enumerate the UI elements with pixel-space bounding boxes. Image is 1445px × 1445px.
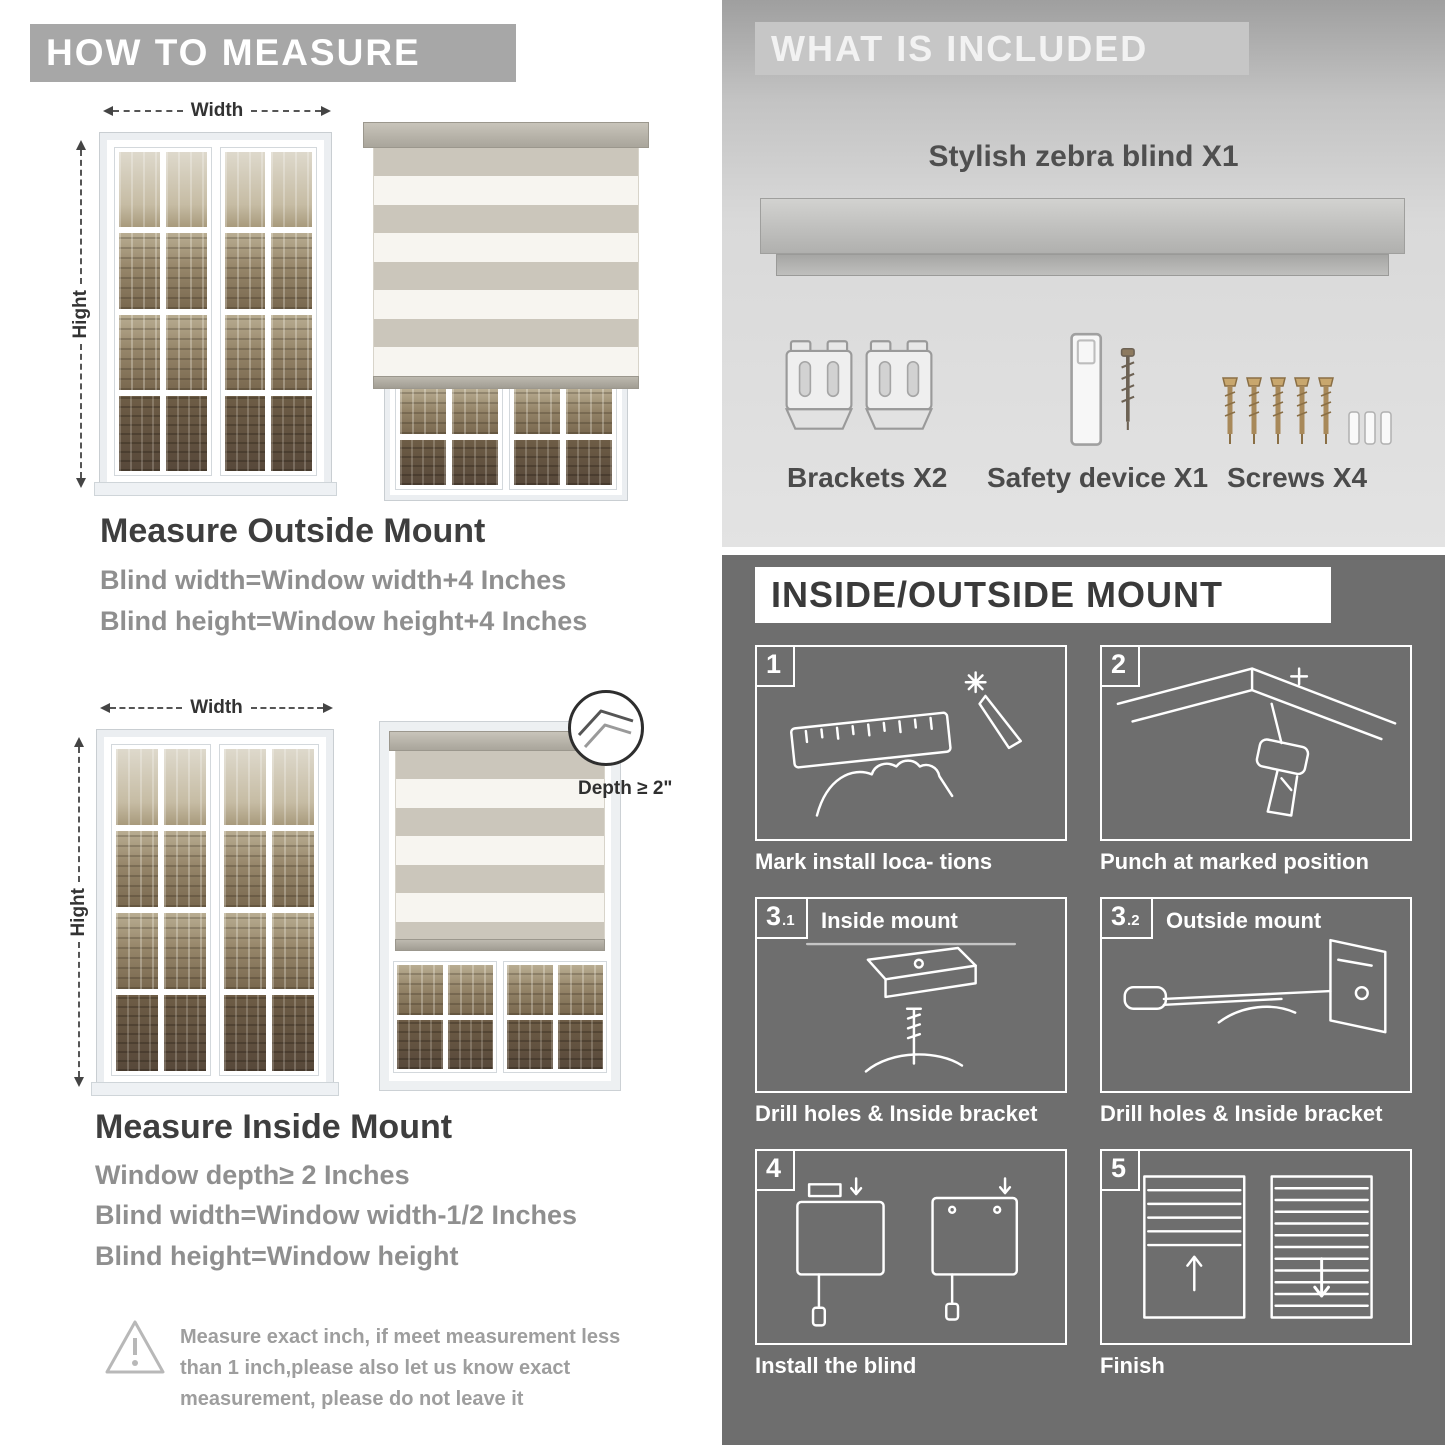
window-sill (91, 1082, 339, 1096)
blind-illustration-outside (363, 122, 649, 502)
step-4-caption: Install the blind (755, 1353, 917, 1378)
height-arrow-inside: Hight (68, 737, 90, 1088)
inside-mount-formula-width: Blind width=Window width-1/2 Inches (95, 1200, 578, 1230)
mount-header: INSIDE/OUTSIDE MOUNT (755, 567, 1331, 623)
inside-bracket-icon (805, 942, 1017, 1073)
step-number-badge: 5 (1102, 1151, 1141, 1191)
mount-step-2: 2 (1100, 645, 1412, 877)
measure-note: Measure exact inch, if meet measurement … (180, 1326, 621, 1410)
blind-headrail-valance (776, 254, 1389, 276)
blind-zebra-stripes (373, 148, 639, 376)
bracket-icon (864, 338, 934, 433)
step-number-badge: 4 (757, 1151, 796, 1191)
screws-label: Screws X4 (1227, 462, 1368, 493)
step-5-caption: Finish (1100, 1353, 1165, 1378)
mount-step-3-1: 3 .1 Inside mount (755, 897, 1067, 1129)
arrow-down-icon (74, 1077, 84, 1088)
blind-bottom-rail (373, 376, 639, 389)
arrow-left-icon (100, 703, 110, 713)
step-number-badge: 3 .2 (1102, 899, 1153, 939)
width-arrow-outside: Width (103, 100, 331, 122)
bracket-icon (784, 338, 854, 433)
zebra-blind-label: Stylish zebra blind X1 (928, 140, 1239, 173)
arrow-up-icon (74, 737, 84, 747)
inside-mount-formula-height: Blind height=Window height (95, 1241, 459, 1271)
depth-label: Depth ≥ 2" (578, 778, 673, 799)
finished-blinds-icon (1143, 1175, 1373, 1319)
arrow-right-icon (323, 703, 333, 713)
mount-steps-grid: 1 (755, 645, 1412, 1381)
mount-step-4: 4 (755, 1149, 1067, 1381)
blind-headrail (363, 122, 649, 148)
window-corner-detail-icon (577, 709, 634, 749)
step-3-1-illustration: 3 .1 Inside mount (755, 897, 1067, 1093)
window-illustration-outside (94, 132, 337, 496)
install-blind-icon (796, 1177, 1019, 1327)
step-number-badge: 1 (757, 647, 796, 687)
window-sill (94, 482, 337, 496)
width-label: Width (190, 100, 244, 121)
mount-step-5: 5 Finish (1100, 1149, 1412, 1381)
step-3-2-illustration: 3 .2 Outside mount (1100, 897, 1412, 1093)
mount-step-3-2: 3 .2 Outside mount (1100, 897, 1412, 1129)
blind-headrail-product (760, 198, 1405, 254)
outside-mount-title: Measure Outside Mount (100, 512, 486, 550)
width-arrow-inside: Width (100, 697, 333, 719)
blind-illustration-inside: Depth ≥ 2" (379, 690, 672, 1091)
arrow-left-icon (103, 106, 113, 116)
inside-mount-depth-rule: Window depth≥ 2 Inches (95, 1160, 410, 1190)
height-arrow-outside: Hight (70, 140, 92, 489)
what-is-included-header: WHAT IS INCLUDED (755, 22, 1249, 75)
arrow-right-icon (321, 106, 331, 116)
mount-instructions-section: INSIDE/OUTSIDE MOUNT 1 (722, 555, 1445, 1445)
inside-mount-label: Inside mount (821, 908, 958, 933)
step-2-illustration: 2 (1100, 645, 1412, 841)
step-5-illustration: 5 (1100, 1149, 1412, 1345)
mark-location-icon (790, 671, 1022, 817)
step-1-caption: Mark install loca- tions (755, 849, 993, 874)
arrow-down-icon (76, 478, 86, 489)
depth-detail-callout (568, 690, 644, 766)
how-to-measure-header: HOW TO MEASURE (30, 24, 516, 82)
how-to-measure-title: HOW TO MEASURE (46, 32, 421, 73)
step-number-badge: 3 .1 (757, 899, 808, 939)
brackets-label: Brackets X2 (787, 462, 948, 493)
what-is-included-section: WHAT IS INCLUDED Stylish zebra blind X1 (722, 0, 1445, 547)
step-number-badge: 2 (1102, 647, 1141, 687)
outside-mount-formula-height: Blind height=Window height+4 Inches (100, 606, 588, 636)
safety-device-icon (1052, 330, 1162, 455)
inside-mount-title: Measure Inside Mount (95, 1108, 453, 1146)
drill-icon (1116, 667, 1397, 817)
outside-bracket-icon (1123, 938, 1387, 1034)
window-illustration-inside (91, 729, 339, 1096)
safety-device-label: Safety device X1 (987, 462, 1209, 493)
outside-mount-label: Outside mount (1166, 908, 1322, 933)
step-1-illustration: 1 (755, 645, 1067, 841)
mount-step-1: 1 (755, 645, 1067, 877)
step-2-caption: Punch at marked position (1100, 849, 1369, 874)
arrow-up-icon (76, 140, 86, 150)
outside-mount-formula-width: Blind width=Window width+4 Inches (100, 565, 567, 595)
height-label: Hight (68, 887, 89, 937)
height-label: Hight (70, 289, 91, 339)
width-label: Width (190, 697, 243, 718)
screws-icon (1217, 372, 1397, 467)
step-4-illustration: 4 (755, 1149, 1067, 1345)
step-3-1-caption: Drill holes & Inside bracket (755, 1101, 1038, 1126)
step-3-2-caption: Drill holes & Inside bracket (1100, 1101, 1383, 1126)
warning-icon (103, 1317, 167, 1377)
